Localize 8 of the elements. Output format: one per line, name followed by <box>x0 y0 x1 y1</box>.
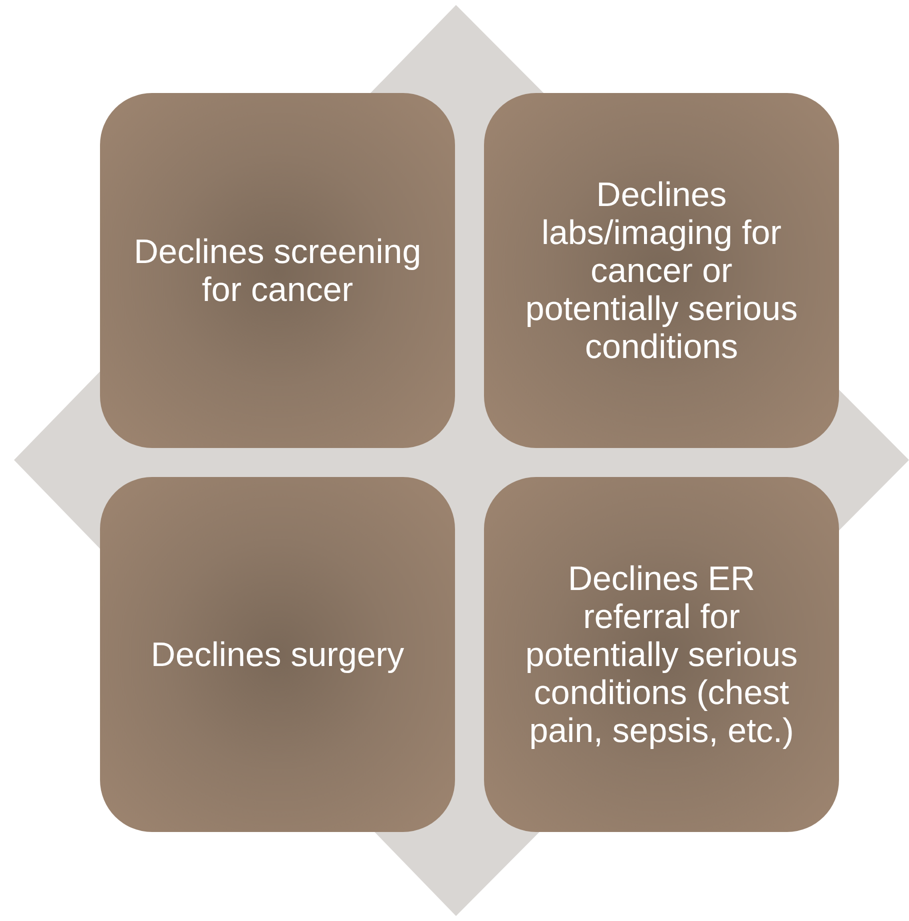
rounded-tile <box>100 477 455 832</box>
tile-text: Declines surgery <box>150 636 404 674</box>
rounded-tile <box>484 93 839 448</box>
tile-text: Declines ER referral for potentially serious conditions (chest pain, sepsis, etc.) <box>524 560 799 750</box>
rounded-tile <box>100 93 455 448</box>
rounded-tile <box>484 477 839 832</box>
tile-text: Declines labs/imaging for cancer or potentially serious conditions <box>524 176 799 366</box>
tile-text: Declines screening for cancer <box>132 232 422 308</box>
